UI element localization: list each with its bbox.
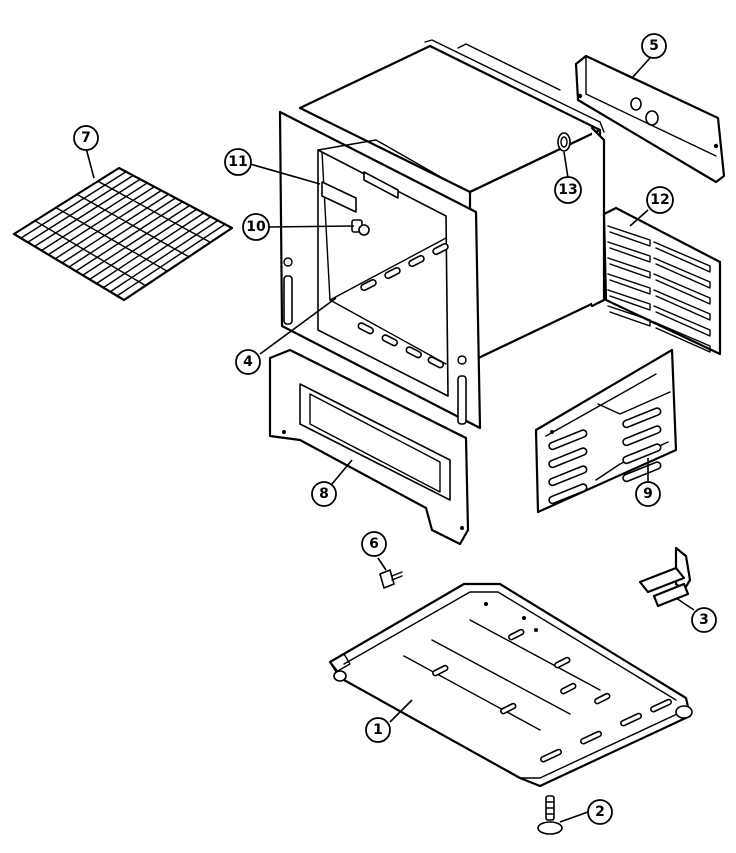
- side-shield-12: [602, 206, 722, 356]
- callout-label-9: 9: [643, 486, 653, 502]
- callout-7: 7: [73, 125, 99, 151]
- lamp-socket: [351, 219, 370, 236]
- kick-panel: [268, 348, 470, 546]
- screw: [379, 569, 403, 589]
- callout-6: 6: [361, 531, 387, 557]
- callout-12: 12: [646, 186, 674, 214]
- callout-label-13: 13: [558, 182, 577, 198]
- callout-label-1: 1: [373, 722, 383, 738]
- callout-label-6: 6: [369, 536, 379, 552]
- callout-3: 3: [691, 607, 717, 633]
- callout-label-3: 3: [699, 612, 709, 628]
- callout-8: 8: [311, 481, 337, 507]
- rear-cover-plate: [574, 54, 726, 184]
- callout-label-4: 4: [243, 354, 253, 370]
- callout-group: 7 5 11 10 13 12 4 8 9 6 3 1 2: [73, 33, 717, 825]
- grommet: [557, 132, 571, 152]
- callout-label-10: 10: [246, 219, 266, 235]
- callout-label-7: 7: [81, 130, 91, 146]
- leader-lines: [85, 57, 695, 823]
- callout-label-2: 2: [595, 804, 605, 820]
- side-panel-9: [534, 348, 678, 514]
- callout-5: 5: [641, 33, 667, 59]
- callout-label-5: 5: [649, 38, 659, 54]
- base-frame: [328, 582, 693, 788]
- leveling-leg: [537, 795, 563, 835]
- callout-label-11: 11: [228, 154, 247, 170]
- callout-label-8: 8: [319, 486, 329, 502]
- oven-rack: [12, 166, 234, 302]
- callout-4: 4: [235, 349, 261, 375]
- callout-9: 9: [635, 481, 661, 507]
- callout-11: 11: [224, 148, 252, 176]
- callout-13: 13: [554, 176, 582, 204]
- callout-1: 1: [365, 717, 391, 743]
- callout-label-12: 12: [650, 192, 669, 208]
- vent-panel: [321, 181, 357, 213]
- bracket: [638, 546, 692, 608]
- callout-10: 10: [242, 213, 270, 241]
- callout-2: 2: [587, 799, 613, 825]
